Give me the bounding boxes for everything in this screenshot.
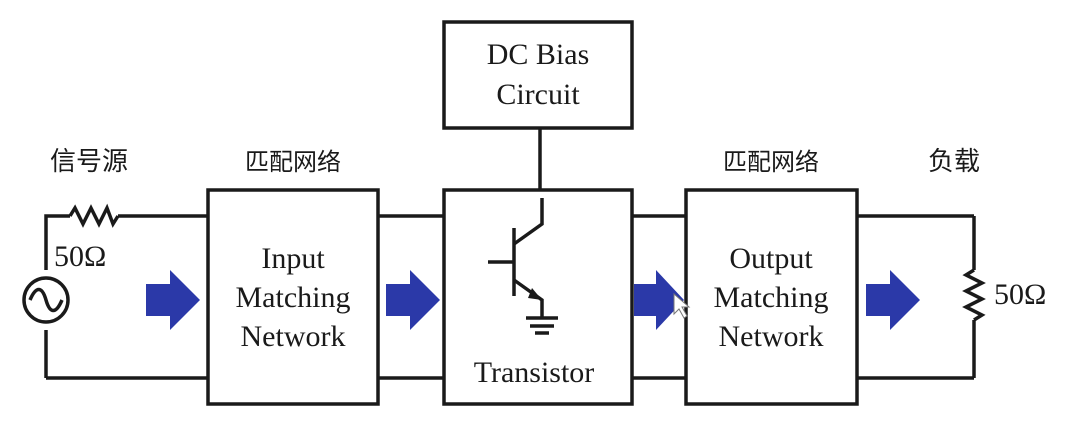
- signal-arrow-icon: [386, 270, 440, 330]
- dc-bias-label-line2: Circuit: [496, 78, 580, 111]
- output-matching-label-line1: Output: [729, 242, 813, 275]
- dc-bias-label-line1: DC Bias: [487, 38, 590, 71]
- input-matching-network-box: [206, 188, 380, 406]
- bjt-transistor-icon: [488, 198, 558, 335]
- mouse-cursor-icon: [673, 292, 691, 319]
- input-network-label: 匹配网络: [245, 148, 341, 176]
- circuit-wires: [44, 128, 976, 380]
- signal-arrow-icon: [146, 270, 200, 330]
- output-matching-network-box: [684, 188, 859, 406]
- resistor-icon: [962, 268, 986, 322]
- input-matching-label-line1: Input: [261, 242, 325, 275]
- input-matching-label-line3: Network: [241, 320, 346, 353]
- load-resistance-label: 50Ω: [994, 278, 1046, 311]
- dc-bias-circuit-box: [442, 20, 634, 130]
- ac-source-icon: [22, 276, 70, 324]
- transistor-label: Transistor: [474, 356, 595, 389]
- output-matching-label-line2: Matching: [714, 281, 829, 314]
- output-network-label: 匹配网络: [723, 148, 819, 176]
- signal-arrow-icon: [634, 270, 684, 330]
- source-resistance-label: 50Ω: [54, 240, 106, 273]
- source-label: 信号源: [50, 147, 128, 177]
- source-resistor-icon: [68, 203, 120, 228]
- signal-arrow-icon: [866, 270, 920, 330]
- load-label: 负载: [928, 147, 980, 177]
- output-matching-label-line3: Network: [719, 320, 824, 353]
- signal-flow-arrows: [146, 270, 920, 330]
- input-matching-label-line2: Matching: [236, 281, 351, 314]
